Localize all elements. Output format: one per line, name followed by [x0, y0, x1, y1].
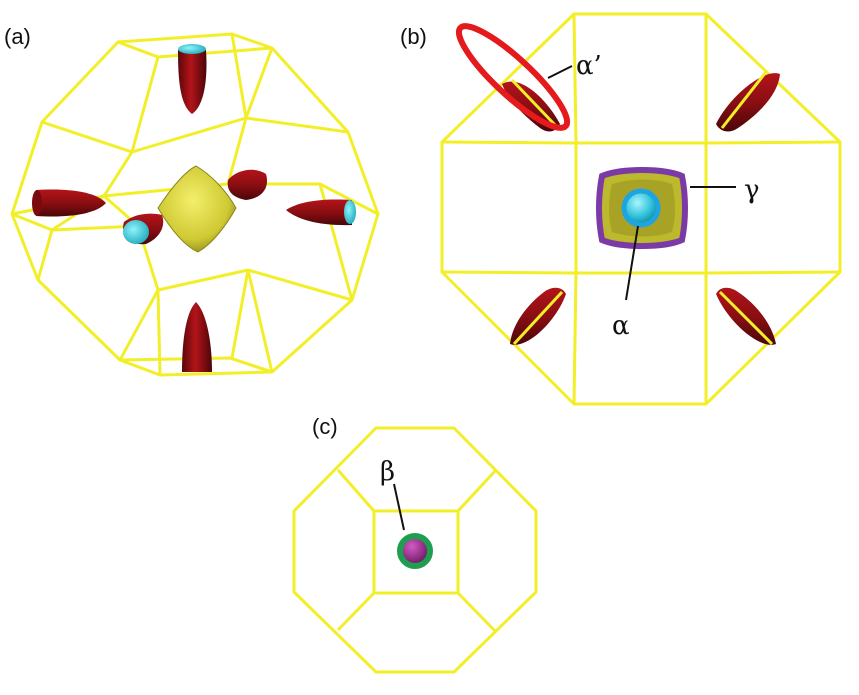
panel-a: (a) — [4, 24, 380, 377]
panel-c: (c) β — [292, 414, 538, 674]
beta-leader — [393, 483, 405, 531]
alpha-label: α — [612, 311, 630, 341]
alpha-prime-leader — [547, 65, 573, 79]
panel-b-label: (b) — [400, 24, 427, 49]
beta-pocket — [397, 533, 433, 569]
alpha-leader — [625, 225, 639, 301]
electron-pocket-top — [178, 44, 207, 114]
beta-label: β — [380, 457, 395, 487]
panel-b: (b) — [400, 12, 842, 406]
central-hole-pocket — [157, 165, 237, 253]
electron-pocket-front-left — [123, 213, 164, 245]
electron-pocket-back-right — [227, 169, 268, 200]
electron-pocket-bottom-right — [716, 287, 776, 346]
gamma-label: γ — [744, 175, 760, 205]
panel-c-label: (c) — [312, 414, 338, 439]
panel-a-label: (a) — [4, 24, 31, 49]
alpha-prime-highlight — [455, 23, 571, 131]
alpha-prime-label: α’ — [576, 51, 602, 81]
electron-pocket-top-right — [716, 71, 780, 132]
brillouin-zone-3d — [10, 32, 380, 377]
brillouin-zone-octagon-c — [292, 426, 538, 674]
electron-pocket-bottom-left — [510, 287, 566, 346]
electron-pocket-left — [32, 189, 106, 217]
electron-pocket-right — [286, 199, 356, 226]
electron-pocket-bottom — [182, 302, 212, 372]
brillouin-zone-octagon-b — [440, 12, 842, 406]
alpha-pocket — [621, 188, 661, 228]
electron-pocket-top-left — [502, 78, 560, 132]
